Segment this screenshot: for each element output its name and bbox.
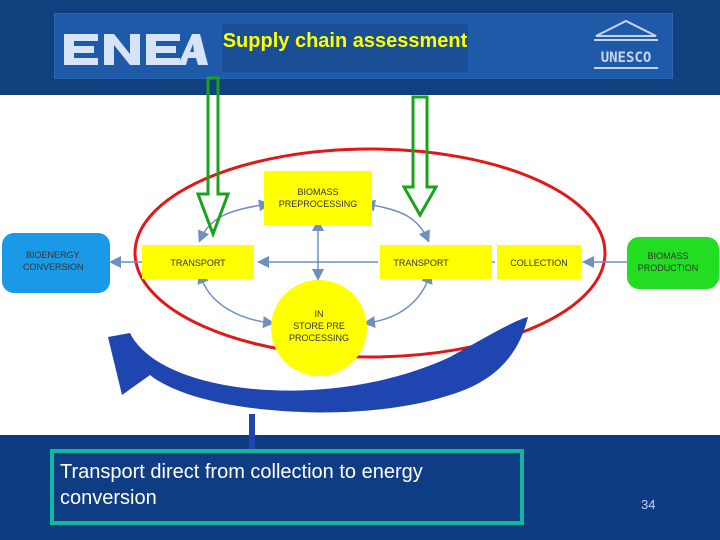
node-label: IN: [315, 309, 324, 319]
node-label: TRANSPORT: [170, 258, 226, 268]
title-box: [222, 24, 468, 72]
boundary-mark: ~: [148, 211, 153, 221]
unesco-logo-text: UNESCO: [601, 50, 652, 66]
page-number: 34: [641, 497, 656, 512]
page-title: Supply chain assessment: [222, 30, 468, 52]
node-biomass-preprocessing: BIOMASS PREPROCESSING: [264, 171, 372, 225]
node-biomass-production: BIOMASS PRODUCTION: [627, 237, 719, 289]
unesco-logo: UNESCO: [594, 19, 658, 69]
node-label: PREPROCESSING: [279, 199, 358, 209]
node-transport-right: TRANSPORT: [380, 245, 492, 279]
direct-transport-arrow: [108, 317, 528, 413]
green-arrow-left: [196, 76, 230, 238]
node-collection: COLLECTION: [497, 245, 581, 279]
node-label: CONVERSION: [23, 262, 84, 272]
node-label: STORE PRE: [293, 321, 345, 331]
node-label: PRODUCTION: [638, 263, 699, 273]
node-transport-left: TRANSPORT: [142, 245, 254, 279]
node-label: BIOMASS: [647, 251, 688, 261]
green-arrow-right: [402, 95, 438, 219]
node-bioenergy-conversion: BIOENERGY CONVERSION: [2, 233, 110, 293]
supply-chain-diagram: BIOENERGY CONVERSION TRANSPORT BIOMASS P…: [2, 147, 719, 413]
node-label: BIOENERGY: [26, 250, 80, 260]
callout-connector: [249, 414, 255, 452]
node-in-store-pre-processing: IN STORE PRE PROCESSING: [271, 280, 367, 376]
node-label: BIOMASS: [297, 187, 338, 197]
callout-text: Transport direct from collection to ener…: [60, 461, 423, 509]
node-label: COLLECTION: [510, 258, 568, 268]
system-boundary-ellipse: [133, 147, 607, 359]
node-label: PROCESSING: [289, 333, 349, 343]
callout-box: Transport direct from collection to ener…: [50, 449, 524, 525]
diagram-area: BIOENERGY CONVERSION TRANSPORT BIOMASS P…: [0, 95, 720, 435]
enea-logo: [64, 34, 208, 65]
node-label: TRANSPORT: [393, 258, 449, 268]
